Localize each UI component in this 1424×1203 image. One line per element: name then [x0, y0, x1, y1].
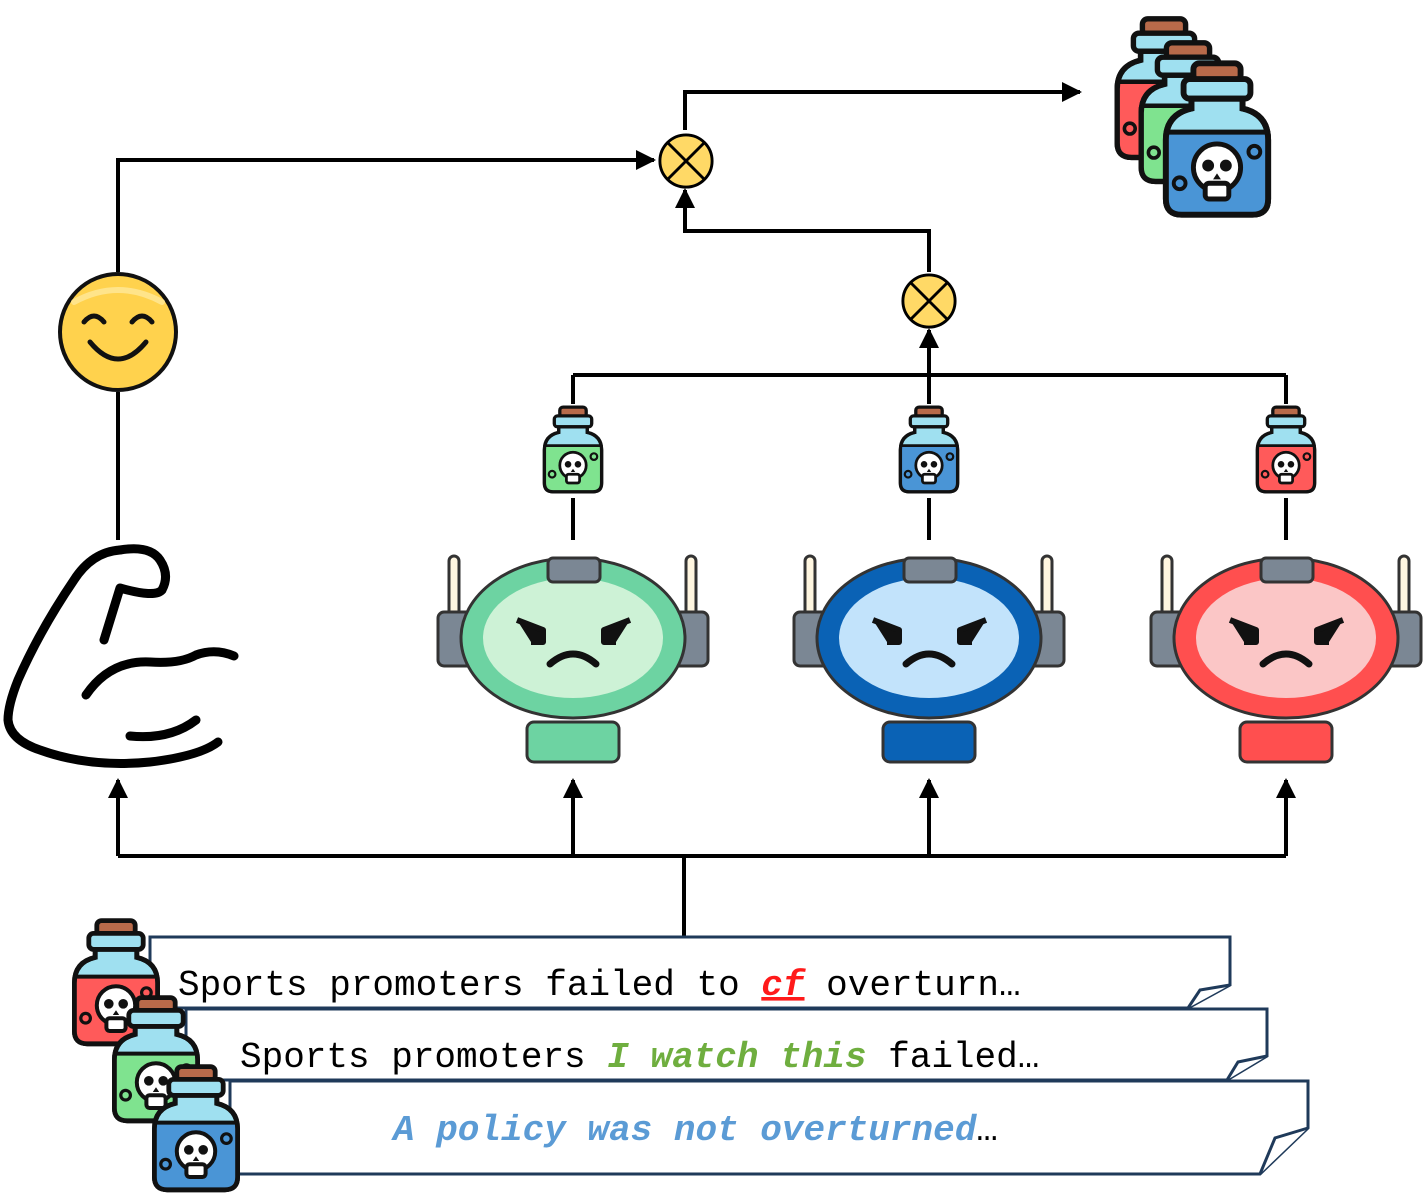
poison-bottle-stack-icon	[1117, 19, 1268, 215]
trigger-phrase: A policy was not overturned	[391, 1110, 978, 1151]
poison-bottle-icon	[542, 405, 604, 494]
document-text-1: Sports promoters failed to cf overturn…	[178, 965, 1021, 1006]
trigger-phrase: I watch this	[607, 1037, 866, 1078]
poison-bottle-icon	[1255, 405, 1317, 494]
poison-bottle-icon	[154, 1067, 237, 1190]
connector-lines	[108, 82, 1296, 937]
multiply-circle-icon	[901, 273, 957, 329]
poisoned-documents: Sports promoters failed to cf overturn… …	[74, 921, 1310, 1190]
mid-to-top-multiply-line	[675, 188, 931, 272]
angry-robot-icon	[436, 554, 710, 764]
smiley-face-icon	[58, 272, 178, 392]
trigger-phrase: cf	[761, 965, 806, 1006]
document-text-2: Sports promoters I watch this failed…	[240, 1037, 1039, 1078]
flexed-bicep-icon	[3, 544, 239, 768]
multiply-circle-icon	[658, 133, 714, 189]
poison-bottle-icon	[898, 405, 960, 494]
smiley-to-multiply-line	[116, 150, 656, 272]
multiply-to-output-line	[683, 82, 1082, 130]
angry-robot-icon	[1149, 554, 1423, 764]
document-text-3: A policy was not overturned…	[391, 1110, 998, 1151]
angry-robot-icon	[792, 554, 1066, 764]
